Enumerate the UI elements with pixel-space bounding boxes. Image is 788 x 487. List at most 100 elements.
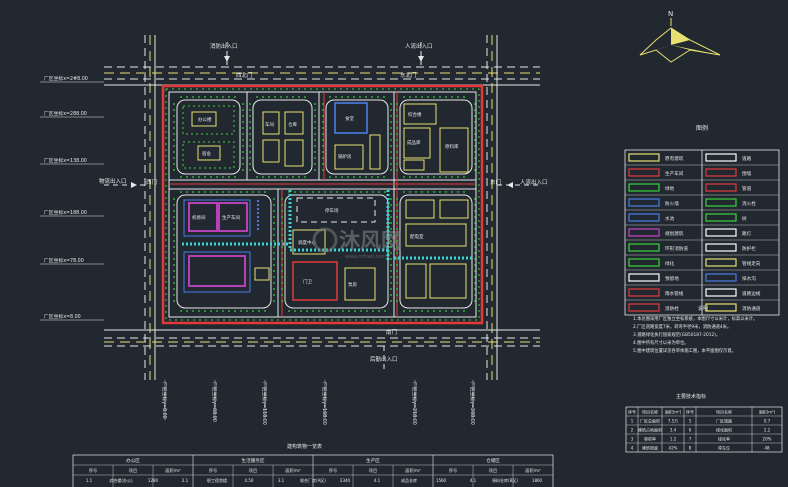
tree-dot [273,300,275,302]
legend-swatch [628,288,660,297]
tree-dot [268,96,270,98]
tree-dot [322,115,324,117]
tree-dot [173,216,175,218]
tree-dot [274,176,276,178]
legend-item-label: 消防栓 [665,305,679,312]
tree-dot [173,228,175,230]
tree-dot [273,222,275,224]
tree-dot [451,310,453,312]
tree-dot [281,234,283,236]
tree-dot [396,252,398,254]
tree-dots [173,96,476,312]
tree-dot [336,191,338,193]
legend-swatch [628,243,660,252]
tree-dot [173,127,175,129]
tree-dot [273,240,275,242]
tree-dot [173,163,175,165]
tree-dot [409,176,411,178]
bottom-table-title: 建构筑物一览表 [287,443,322,450]
tree-dot [474,109,476,111]
right-table-cell: 42% [669,446,678,451]
tree-dot [439,176,441,178]
bottom-table-cell: 成品仓库 [401,477,417,483]
gate-south-name: 南门 [386,328,397,336]
bottom-table-cell: 1560 [436,478,447,483]
label-b9: 原料库 [445,143,459,150]
legend-swatch [705,243,737,252]
tree-dot [240,191,242,193]
tree-dot [390,300,392,302]
tree-dot [173,222,175,224]
tree-dot [186,176,188,178]
tree-dot [390,234,392,236]
tree-dot [457,191,459,193]
tree-dot [322,163,324,165]
tree-dot [390,198,392,200]
gate-north-right: 人流出入口 [405,42,433,50]
tree-dot [390,127,392,129]
tree-dot [474,133,476,135]
tree-dot [474,282,476,284]
tree-dot [273,198,275,200]
bottom-table-group-header: 生产区 [366,457,380,464]
tree-dot [292,176,294,178]
tree-dot [242,145,244,147]
tree-dot [281,240,283,242]
tree-dot [396,270,398,272]
tree-dot [173,264,175,266]
tree-dot [427,176,429,178]
tree-dot [273,288,275,290]
tree-dot [314,157,316,159]
tree-dot [173,151,175,153]
tree-dot [304,96,306,98]
compass-north-label: N [668,10,673,18]
tree-dot [433,310,435,312]
tree-dot [396,210,398,212]
tree-dot [324,310,326,312]
tree-dot [474,198,476,200]
tree-dot [280,96,282,98]
tree-dot [262,176,264,178]
tree-dot [474,163,476,165]
coord-labels-left: 厂区坐标x=2#8.00厂区坐标x=288.00厂区坐标x=138.00厂区坐标… [40,75,104,321]
bottom-table-cell: 联合厂房(A区) [300,477,326,483]
legend-swatch [705,153,737,162]
tree-dot [474,157,476,159]
tree-dot [298,96,300,98]
tree-dot [322,127,324,129]
right-table-header: 项目名称 [642,409,658,415]
legend-swatch [628,273,660,282]
tree-dot [396,258,398,260]
tree-dot [281,228,283,230]
tree-dot [390,264,392,266]
tree-dot [304,176,306,178]
tree-dot [353,176,355,178]
bottom-table-sub-header: 序号 [329,467,337,474]
tree-dot [242,121,244,123]
tree-dot [365,176,367,178]
block-ne-canteen [399,99,473,175]
legend-item-label: 预留地 [665,275,679,282]
tree-dot [173,276,175,278]
tree-dot [173,103,175,105]
tree-dot [242,139,244,141]
tree-dot [474,151,476,153]
tree-dot [281,294,283,296]
tree-dot [474,103,476,105]
tree-dot [314,109,316,111]
bottom-table-sub-header: 面积/m² [405,467,421,474]
legend-swatch [628,213,660,222]
tree-dot [273,252,275,254]
tree-dot [216,176,218,178]
right-table-header: 序号 [686,409,694,415]
tree-dot [474,264,476,266]
tree-dot [281,276,283,278]
tree-dot [173,133,175,135]
tree-dot [228,176,230,178]
right-table-cell: 0.7 [764,419,771,424]
right-table-frame [625,406,783,453]
tree-dot [474,240,476,242]
tree-dot [264,310,266,312]
building-labels: 办公楼 宿舍 车间 仓库 食堂 锅炉房 综合楼 成品库 原料库 机修间 生产车间… [192,111,459,288]
tree-dot [336,310,338,312]
